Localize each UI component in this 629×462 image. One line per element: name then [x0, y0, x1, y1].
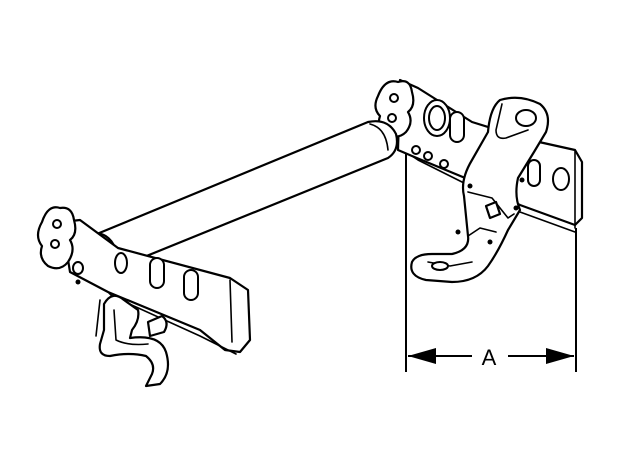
bracket-slot: [149, 257, 165, 289]
bracket-slot: [527, 159, 541, 187]
bracket-hole: [552, 167, 570, 191]
bracket-hole: [114, 252, 128, 274]
dimension-a: A: [405, 154, 577, 372]
dimension-label: A: [482, 345, 497, 370]
bracket-pins: [411, 145, 449, 169]
arrowhead-left-icon: [408, 348, 436, 364]
arrowhead-right-icon: [546, 348, 574, 364]
bracket-slot: [183, 269, 199, 301]
left-mounting-bracket: [36, 206, 252, 355]
bracket-slot: [449, 111, 465, 143]
left-tow-hook: [95, 294, 170, 388]
right-tow-hook: [410, 96, 550, 284]
